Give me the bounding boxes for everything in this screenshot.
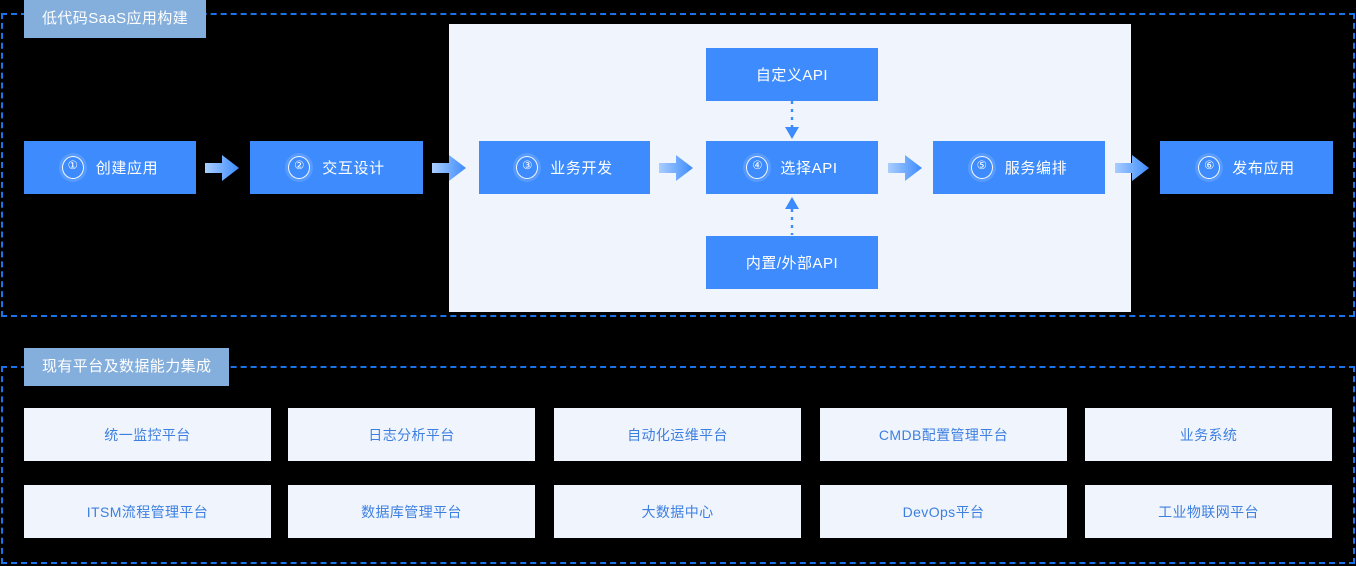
arrow-right-icon (1115, 155, 1149, 181)
api-box-builtin-external-api[interactable]: 内置/外部API (706, 236, 878, 289)
arrow-right-icon (888, 155, 922, 181)
platform-card-unified-monitoring[interactable]: 统一监控平台 (24, 408, 271, 461)
platform-card-cmdb[interactable]: CMDB配置管理平台 (820, 408, 1067, 461)
arrow-down-dotted-icon (785, 101, 799, 139)
platform-card-devops[interactable]: DevOps平台 (820, 485, 1067, 538)
step-number-badge: ① (61, 156, 84, 179)
platform-card-industrial-iot[interactable]: 工业物联网平台 (1085, 485, 1332, 538)
platform-card-business-system[interactable]: 业务系统 (1085, 408, 1332, 461)
step-label: 选择API (780, 160, 838, 177)
step-number-badge: ② (288, 156, 311, 179)
step-number-badge: ③ (516, 156, 539, 179)
step-label: 发布应用 (1232, 160, 1295, 177)
section-lowcode-build-frame (1, 13, 1355, 317)
platform-card-itsm[interactable]: ITSM流程管理平台 (24, 485, 271, 538)
step-label: 服务编排 (1004, 160, 1068, 177)
step-box-publish-app[interactable]: ⑥ 发布应用 (1160, 141, 1333, 194)
step-box-service-orchestration[interactable]: ⑤ 服务编排 (933, 141, 1105, 194)
arrow-right-icon (659, 155, 693, 181)
step-number-badge: ④ (746, 156, 769, 179)
step-label: 创建应用 (95, 160, 159, 177)
arrow-right-icon (205, 155, 239, 181)
arrow-right-icon (432, 155, 466, 181)
section-title-lowcode-build: 低代码SaaS应用构建 (24, 0, 207, 38)
arrow-up-dotted-icon (785, 197, 799, 235)
step-box-select-api[interactable]: ④ 选择API (706, 141, 878, 194)
step-box-business-development[interactable]: ③ 业务开发 (479, 141, 650, 194)
platform-card-automation-ops[interactable]: 自动化运维平台 (554, 408, 801, 461)
step-box-create-app[interactable]: ① 创建应用 (24, 141, 196, 194)
step-number-badge: ⑥ (1198, 156, 1221, 179)
step-label: 业务开发 (550, 160, 613, 177)
platform-card-database-management[interactable]: 数据库管理平台 (288, 485, 535, 538)
step-box-interaction-design[interactable]: ② 交互设计 (250, 141, 423, 194)
platform-card-log-analysis[interactable]: 日志分析平台 (288, 408, 535, 461)
platform-card-big-data-center[interactable]: 大数据中心 (554, 485, 801, 538)
section-platform-integration-frame (1, 366, 1355, 564)
api-box-custom-api[interactable]: 自定义API (706, 48, 878, 101)
step-number-badge: ⑤ (970, 156, 993, 179)
step-label: 交互设计 (322, 160, 385, 177)
section-title-platform-integration: 现有平台及数据能力集成 (24, 348, 230, 386)
